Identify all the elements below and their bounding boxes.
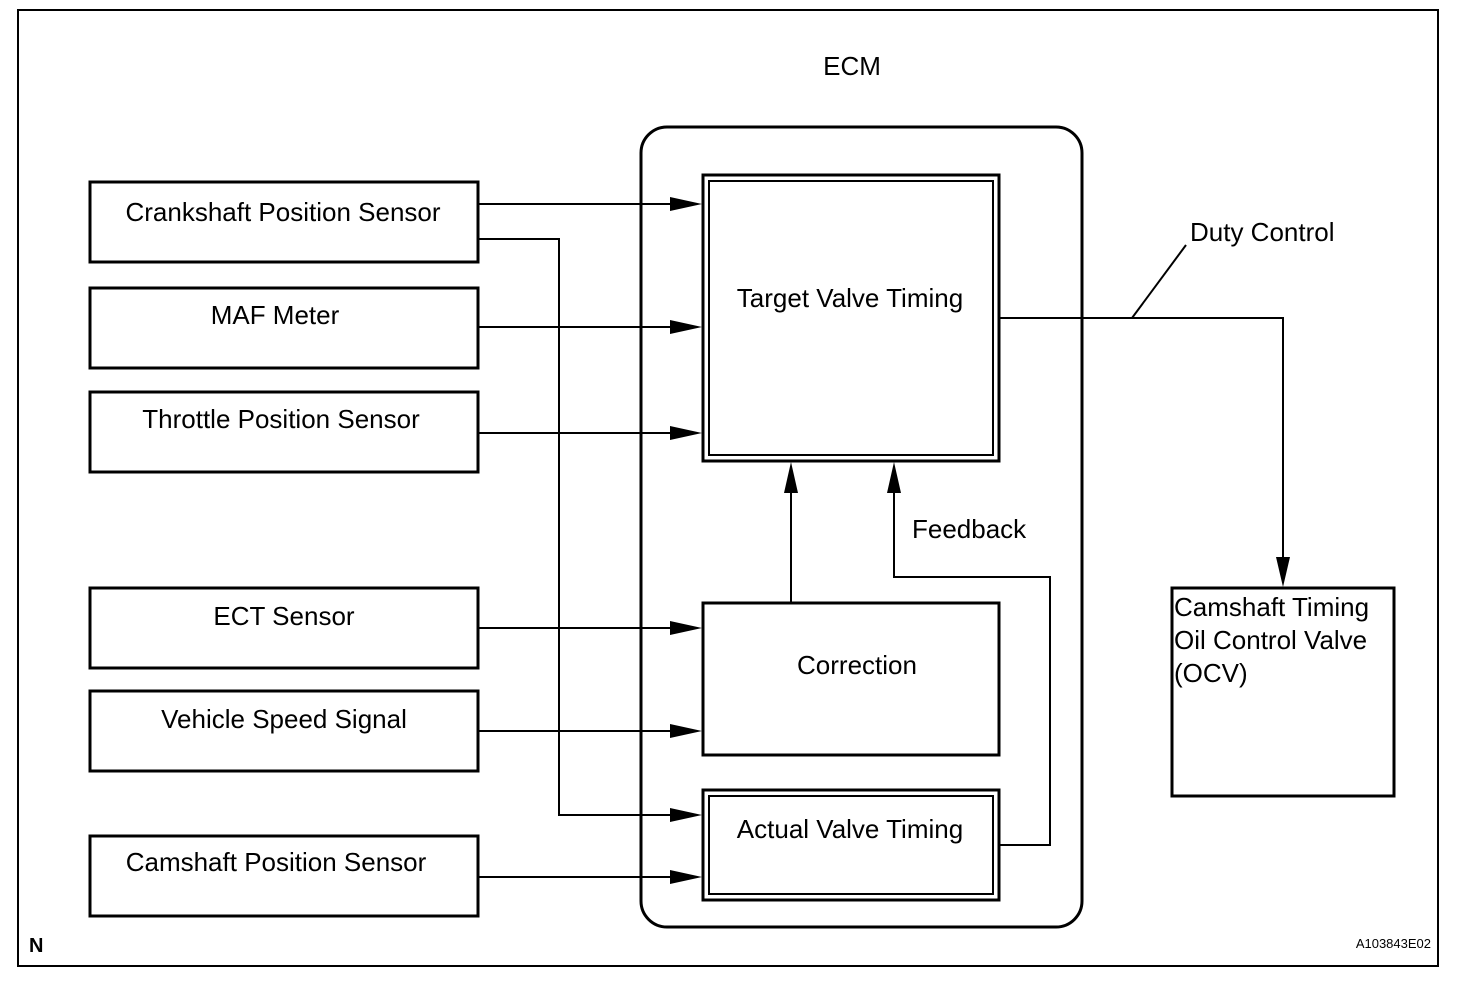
input-label: Crankshaft Position Sensor [125, 197, 440, 227]
input-label: Camshaft Position Sensor [126, 847, 427, 877]
arrowhead [887, 462, 901, 493]
arrowhead [670, 320, 702, 334]
input-maf-meter: MAF Meter [88, 286, 480, 370]
input-throttle-position-sensor: Throttle Position Sensor [88, 390, 480, 474]
wire-duty-control [999, 317, 1284, 565]
outer-frame [17, 9, 1439, 967]
output-ocv: Camshaft Timing Oil Control Valve (OCV) [1170, 586, 1396, 798]
block-label: Correction [797, 650, 917, 680]
corner-mark: N [29, 935, 43, 957]
wire-feedback [893, 485, 1051, 846]
wires [478, 197, 1290, 884]
input-ect-sensor: ECT Sensor [88, 586, 480, 670]
block-label: Target Valve Timing [737, 283, 963, 313]
arrowhead [784, 462, 798, 493]
input-label: Throttle Position Sensor [142, 404, 420, 434]
figure-code: A103843E02 [1356, 936, 1431, 951]
ecm-title: ECM [823, 51, 881, 81]
block-actual-valve-timing: Actual Valve Timing [701, 788, 1001, 902]
ocv-line-1: Camshaft Timing [1174, 592, 1369, 622]
input-label: ECT Sensor [213, 601, 354, 631]
input-vehicle-speed-signal: Vehicle Speed Signal [88, 689, 480, 773]
duty-control-label: Duty Control [1190, 217, 1335, 247]
block-target-valve-timing: Target Valve Timing [701, 173, 1001, 463]
arrowhead [670, 808, 702, 822]
block-correction: Correction [701, 601, 1001, 757]
input-crankshaft-position-sensor: Crankshaft Position Sensor [88, 180, 480, 264]
block-label: Actual Valve Timing [737, 814, 963, 844]
arrowhead [670, 870, 702, 884]
arrowhead [1276, 557, 1290, 587]
input-label: MAF Meter [211, 300, 340, 330]
duty-control-leader [1131, 244, 1187, 319]
arrowhead [670, 621, 702, 635]
ecm-container [639, 125, 1084, 929]
input-label: Vehicle Speed Signal [161, 704, 407, 734]
wire-crankshaft-actual [478, 238, 680, 816]
feedback-label: Feedback [912, 514, 1027, 544]
ocv-line-3: (OCV) [1174, 658, 1248, 688]
ocv-line-2: Oil Control Valve [1174, 625, 1367, 655]
arrowhead [670, 197, 702, 211]
arrowhead [670, 724, 702, 738]
input-camshaft-position-sensor: Camshaft Position Sensor [88, 834, 480, 918]
arrowhead [670, 426, 702, 440]
